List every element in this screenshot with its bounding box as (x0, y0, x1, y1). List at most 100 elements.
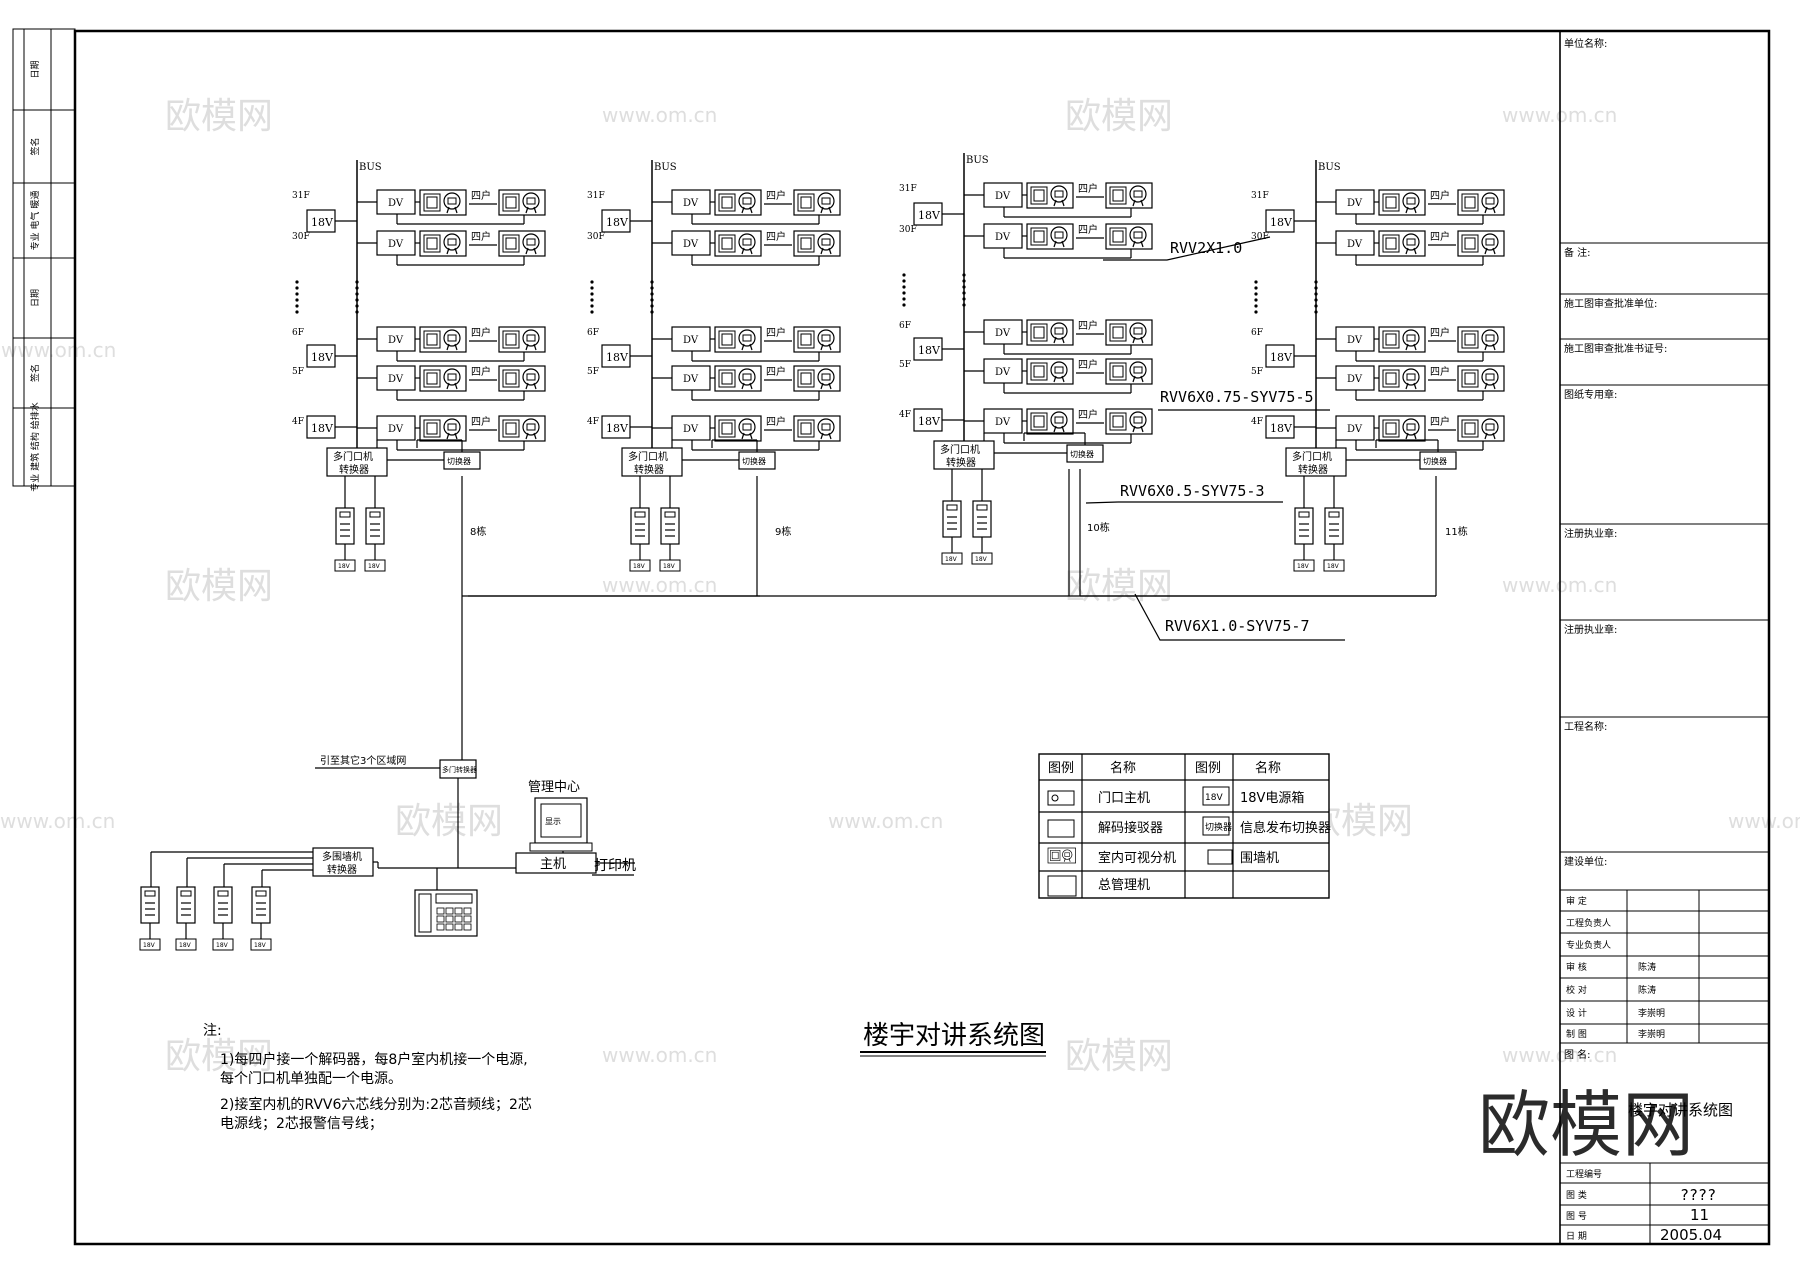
door-station-cam (976, 504, 988, 511)
ellipsis-dot (355, 280, 359, 284)
watermark-url: www.om.cn (602, 1043, 717, 1067)
power-label: 18V (606, 351, 629, 364)
door-station: 18V (941, 500, 963, 565)
master-key (436, 923, 445, 931)
door-station-cam (255, 890, 267, 897)
legend-header: 名称 (1110, 760, 1136, 776)
handset-stroke (1053, 199, 1057, 207)
handset-ear (526, 238, 536, 246)
ellipsis-dot (1314, 286, 1318, 290)
door-power-box (212, 938, 234, 951)
indoor-unit (1457, 326, 1505, 353)
handset-ear (1485, 423, 1495, 431)
handset-ear (1064, 852, 1070, 857)
handset-stroke (525, 206, 529, 214)
door-power-box (659, 559, 681, 572)
handset-ear (742, 197, 752, 205)
dv-decoder (983, 223, 1023, 249)
handset-stroke (820, 247, 824, 255)
four-households-label: 四户 (766, 326, 786, 339)
indoor-unit (793, 415, 841, 442)
link-converter-label: 多门转换器 (442, 765, 477, 774)
handset-stroke (1140, 375, 1144, 383)
floor-label: 6F (1251, 328, 1263, 338)
watermark-logo: 欧模网 (165, 1036, 273, 1077)
ellipsis-dot (962, 285, 966, 289)
dv-decoder (1335, 189, 1375, 215)
indoor-unit (1457, 189, 1505, 216)
handset-stroke (741, 206, 745, 214)
handset-ear (526, 373, 536, 381)
management-center-label: 管理中心 (528, 780, 580, 795)
ellipsis-dot (1254, 298, 1258, 302)
watermark-url: www.om.cn (828, 809, 943, 833)
floor-label: 6F (292, 328, 304, 338)
handset-stroke (525, 432, 529, 440)
handset-stroke (1492, 382, 1496, 390)
handset-stroke (454, 206, 458, 214)
floor-label: 5F (292, 367, 304, 377)
dv-label: DV (683, 239, 699, 250)
margin-cell: 日期 (30, 289, 41, 307)
handset-stroke (454, 432, 458, 440)
handset-stroke (446, 206, 450, 214)
handset-stroke (741, 432, 745, 440)
handset-ear (742, 423, 752, 431)
note-line-1: 1)每四户接一个解码器，每8户室内机接一个电源, (220, 1051, 528, 1068)
indoor-unit (714, 326, 762, 353)
indoor-unit (1026, 223, 1074, 250)
indoor-unit-screen-inner (1464, 422, 1476, 435)
cable-label-rvv6x1: RVV6X1.0-SYV75-7 (1165, 617, 1310, 635)
ellipsis-dot (650, 292, 654, 296)
switcher-label: 切换器 (1423, 456, 1447, 466)
building-name: 10栋 (1087, 521, 1110, 534)
building-11: BUS31FDV四户30FDV四户6FDV四户5FDV四户4FDV四户18V18… (1251, 160, 1505, 572)
four-households-label: 四户 (471, 230, 491, 243)
dv-label: DV (1347, 239, 1363, 250)
handset-stroke (741, 343, 745, 351)
tb-project-name: 工程名称: (1564, 720, 1607, 733)
indoor-unit (793, 230, 841, 257)
indoor-unit (419, 326, 467, 353)
dv-decoder (983, 319, 1023, 345)
watermark-url: www.om.cn (0, 809, 115, 833)
watermark-logo: 欧模网 (1065, 566, 1173, 607)
indoor-unit-screen-inner (721, 372, 733, 385)
tb-role: 校 对 (1566, 984, 1587, 996)
handset-stroke (1405, 382, 1409, 390)
dv-decoder (376, 415, 416, 441)
multi-door-converter (621, 447, 683, 477)
four-households-label: 四户 (471, 326, 491, 339)
handset-ear (1485, 373, 1495, 381)
indoor-unit-screen-inner (426, 372, 438, 385)
bus-label: BUS (966, 155, 989, 166)
legend-header: 名称 (1255, 760, 1281, 776)
indoor-unit (1026, 408, 1074, 435)
handset-ear (1054, 190, 1064, 198)
door-station-cam (946, 504, 958, 511)
ellipsis-dot (962, 303, 966, 307)
floor-label: 30F (587, 232, 605, 242)
handset-stroke (749, 382, 753, 390)
handset-stroke (1405, 247, 1409, 255)
handset-ear (1054, 366, 1064, 374)
tb-review-cert: 施工图审查批准书证号: (1564, 342, 1667, 355)
handset-stroke (749, 206, 753, 214)
handset-stroke (1053, 375, 1057, 383)
handset-stroke (1484, 343, 1488, 351)
handset-stroke (1140, 199, 1144, 207)
floor-label: 4F (587, 417, 599, 427)
ellipsis-dot (650, 286, 654, 290)
handset-ear (447, 334, 457, 342)
bus-label: BUS (1318, 162, 1341, 173)
indoor-unit-screen-inner (1112, 189, 1124, 202)
note-line-2: 每个门口机单独配一个电源。 (220, 1071, 402, 1087)
handset-stroke (454, 247, 458, 255)
power-label: 18V (606, 422, 629, 435)
indoor-unit-screen-inner (1464, 237, 1476, 250)
margin-cell: 专业 电气 暖通 (29, 191, 41, 251)
dv-symbol (1047, 819, 1075, 838)
floor-label: 4F (292, 417, 304, 427)
tb-date-label: 日 期 (1566, 1231, 1587, 1242)
